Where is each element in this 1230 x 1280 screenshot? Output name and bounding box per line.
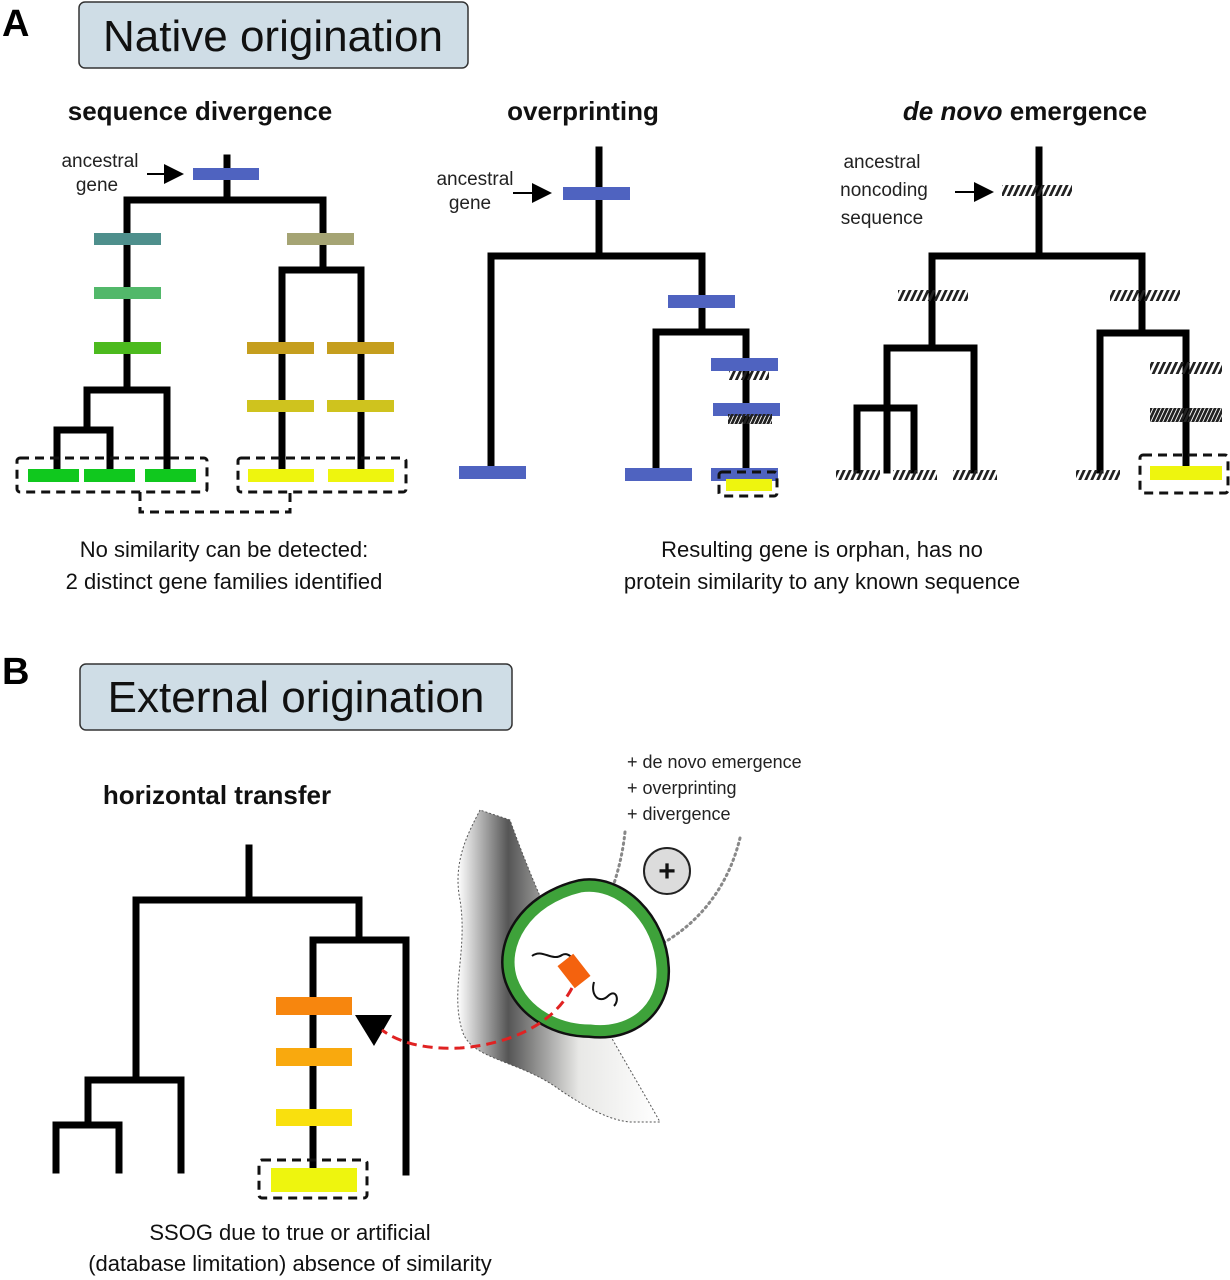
ancestral-gene-label-1: ancestral bbox=[61, 151, 138, 172]
noncoding-sequence bbox=[836, 470, 880, 480]
ssog-gene bbox=[271, 1168, 357, 1192]
diverged-gene bbox=[287, 233, 354, 245]
ancestral-noncoding-label-3: sequence bbox=[841, 208, 923, 229]
gene-family-1-box bbox=[15, 456, 209, 494]
ancestral-noncoding-label-2: noncoding bbox=[840, 180, 928, 201]
panel-b-letter: B bbox=[2, 651, 29, 693]
noncoding-sequence bbox=[1110, 290, 1180, 301]
diverged-gene bbox=[247, 400, 314, 412]
tree-branches bbox=[52, 844, 410, 1176]
mechanism-item: + divergence bbox=[627, 804, 731, 824]
diverged-gene bbox=[94, 342, 161, 354]
tip-gene-family-2 bbox=[328, 469, 394, 482]
ancestral-gene bbox=[563, 187, 630, 200]
ancestral-gene bbox=[193, 168, 259, 180]
shared-caption-1: Resulting gene is orphan, has no bbox=[661, 537, 983, 562]
gene bbox=[713, 403, 780, 416]
ssog-box bbox=[257, 1158, 369, 1200]
diverged-gene bbox=[94, 287, 161, 299]
diverged-gene bbox=[327, 342, 394, 354]
horizontal-transfer-tree bbox=[52, 844, 410, 1200]
tip-gene-family-1 bbox=[84, 469, 135, 482]
de-novo-heading: de novo emergence bbox=[903, 96, 1147, 126]
orphan-gene-box bbox=[717, 470, 779, 498]
sequence-divergence-tree: sequence divergence ancestral gene No si… bbox=[15, 96, 408, 594]
transferred-gene-in-donor bbox=[557, 953, 591, 989]
orphan-gene bbox=[726, 479, 772, 491]
diverged-gene bbox=[94, 233, 161, 245]
ancestral-gene-label-2: gene bbox=[449, 193, 491, 214]
noncoding-sequence bbox=[1002, 185, 1072, 196]
panel-b-title: External origination bbox=[108, 673, 485, 722]
gene bbox=[668, 295, 735, 308]
tree-branches bbox=[53, 154, 365, 474]
overprinting-heading: overprinting bbox=[507, 96, 659, 126]
panel-a-letter: A bbox=[2, 3, 29, 45]
plus-icon bbox=[643, 847, 691, 895]
panel-b-title-box bbox=[79, 663, 513, 731]
overprinting-tree: overprinting ancestral gene bbox=[436, 96, 780, 498]
panel-a-title-box bbox=[78, 1, 469, 69]
diverged-gene bbox=[327, 400, 394, 412]
ancestral-gene-label-2: gene bbox=[76, 175, 118, 196]
plus-symbol: + bbox=[658, 855, 676, 888]
mechanism-item: + de novo emergence bbox=[627, 752, 802, 772]
tip-gene-family-1 bbox=[145, 469, 196, 482]
de-novo-tree: de novo emergence ancestral noncoding se… bbox=[836, 96, 1230, 495]
horizontal-transfer-caption-1: SSOG due to true or artificial bbox=[149, 1220, 430, 1245]
diverged-gene bbox=[247, 342, 314, 354]
overlapping-sequence bbox=[729, 371, 769, 380]
overlapping-sequence bbox=[728, 414, 772, 424]
ancestral-gene-label-1: ancestral bbox=[436, 169, 513, 190]
transferred-gene bbox=[276, 997, 352, 1015]
gene bbox=[711, 358, 778, 371]
tip-gene-family-1 bbox=[28, 469, 79, 482]
donor-cell-wall bbox=[503, 880, 668, 1037]
panel-a-title: Native origination bbox=[103, 12, 443, 61]
sequence-divergence-heading: sequence divergence bbox=[68, 96, 332, 126]
insertion-arrowhead-icon bbox=[355, 1015, 392, 1046]
tip-gene bbox=[625, 468, 692, 481]
sequence-divergence-caption-1: No similarity can be detected: bbox=[80, 537, 369, 562]
noncoding-sequence bbox=[898, 290, 968, 301]
gene-family-2-box bbox=[236, 456, 408, 494]
noncoding-sequence bbox=[953, 470, 997, 480]
sequence-divergence-caption-2: 2 distinct gene families identified bbox=[66, 569, 383, 594]
diverged-gene bbox=[276, 1109, 352, 1126]
noncoding-sequence bbox=[1150, 362, 1222, 374]
horizontal-transfer-heading: horizontal transfer bbox=[103, 780, 331, 810]
de-novo-gene-box bbox=[1138, 453, 1230, 495]
de-novo-gene bbox=[1150, 466, 1222, 480]
tip-gene-family-2 bbox=[248, 469, 314, 482]
mechanism-item: + overprinting bbox=[627, 778, 737, 798]
tip-gene bbox=[459, 466, 526, 479]
noncoding-sequence bbox=[893, 470, 937, 480]
de-novo-heading-rest: emergence bbox=[1003, 96, 1148, 126]
shared-caption-2: protein similarity to any known sequence bbox=[624, 569, 1020, 594]
noncoding-sequence bbox=[1076, 470, 1120, 480]
horizontal-transfer-caption-2: (database limitation) absence of similar… bbox=[88, 1251, 492, 1276]
proto-gene bbox=[1150, 408, 1222, 422]
de-novo-heading-italic: de novo bbox=[903, 96, 1003, 126]
transfer-arrow bbox=[381, 987, 574, 1050]
comparison-bracket bbox=[138, 492, 292, 514]
tree-branches bbox=[853, 146, 1190, 474]
tree-branches bbox=[487, 146, 750, 474]
ancestral-noncoding-label-1: ancestral bbox=[843, 152, 920, 173]
diverged-gene bbox=[276, 1048, 352, 1066]
dna-strand bbox=[592, 981, 618, 1007]
